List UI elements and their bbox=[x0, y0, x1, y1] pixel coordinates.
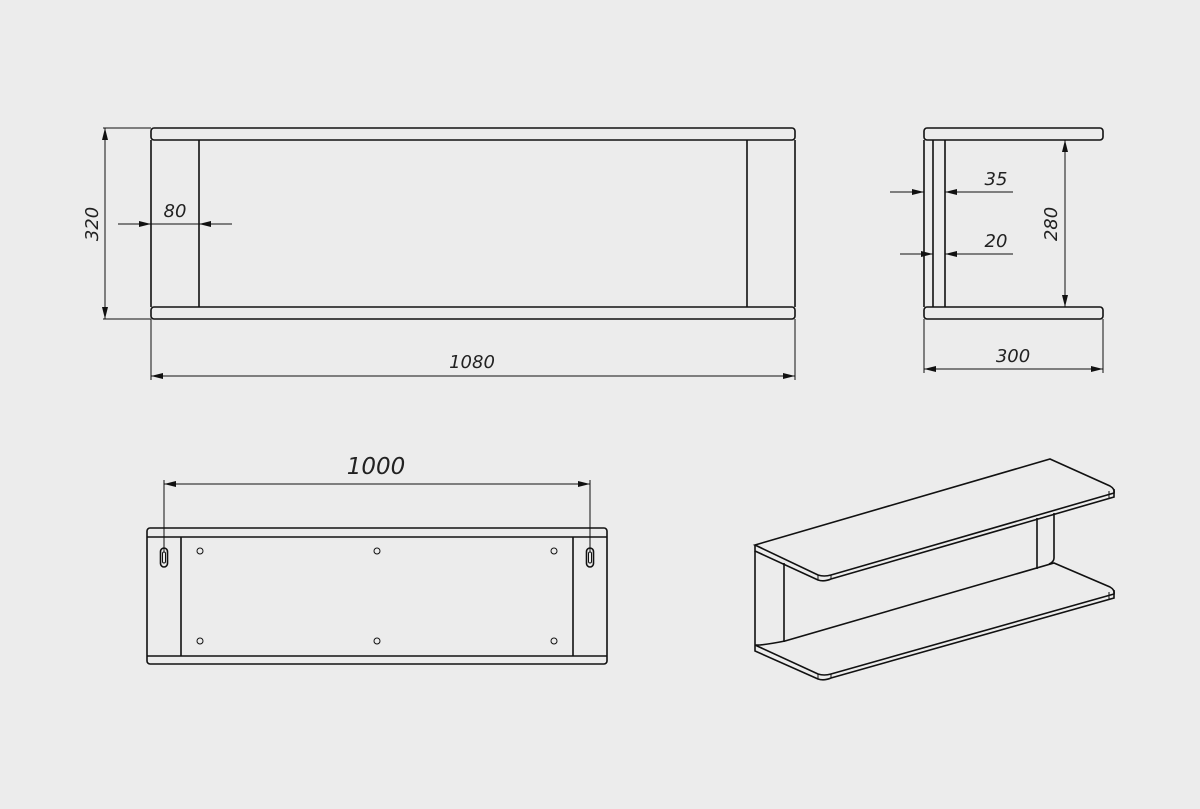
screw-holes bbox=[196, 547, 558, 645]
bottom-shelf-side bbox=[923, 306, 1104, 320]
top-shelf bbox=[150, 127, 796, 141]
dimension-label-back: 35 bbox=[985, 169, 1008, 190]
mounting-slots bbox=[159, 547, 595, 568]
dimension-label-height: 320 bbox=[82, 207, 103, 241]
dimension-label-panel: 20 bbox=[985, 231, 1008, 252]
dimension-label-inner-height: 280 bbox=[1041, 207, 1062, 241]
dimension-label-depth: 300 bbox=[996, 346, 1030, 367]
front-view: 320 80 1080 bbox=[82, 127, 796, 380]
dimension-label-length: 1080 bbox=[449, 352, 495, 373]
top-shelf-side bbox=[923, 127, 1104, 141]
bottom-shelf bbox=[150, 306, 796, 320]
back-view: 1000 bbox=[146, 454, 608, 665]
dimension-label-side-width: 80 bbox=[164, 201, 187, 222]
dimension-label-mount-spacing: 1000 bbox=[347, 454, 406, 480]
side-view: 35 20 280 300 bbox=[890, 127, 1104, 373]
isometric-view bbox=[752, 458, 1115, 681]
